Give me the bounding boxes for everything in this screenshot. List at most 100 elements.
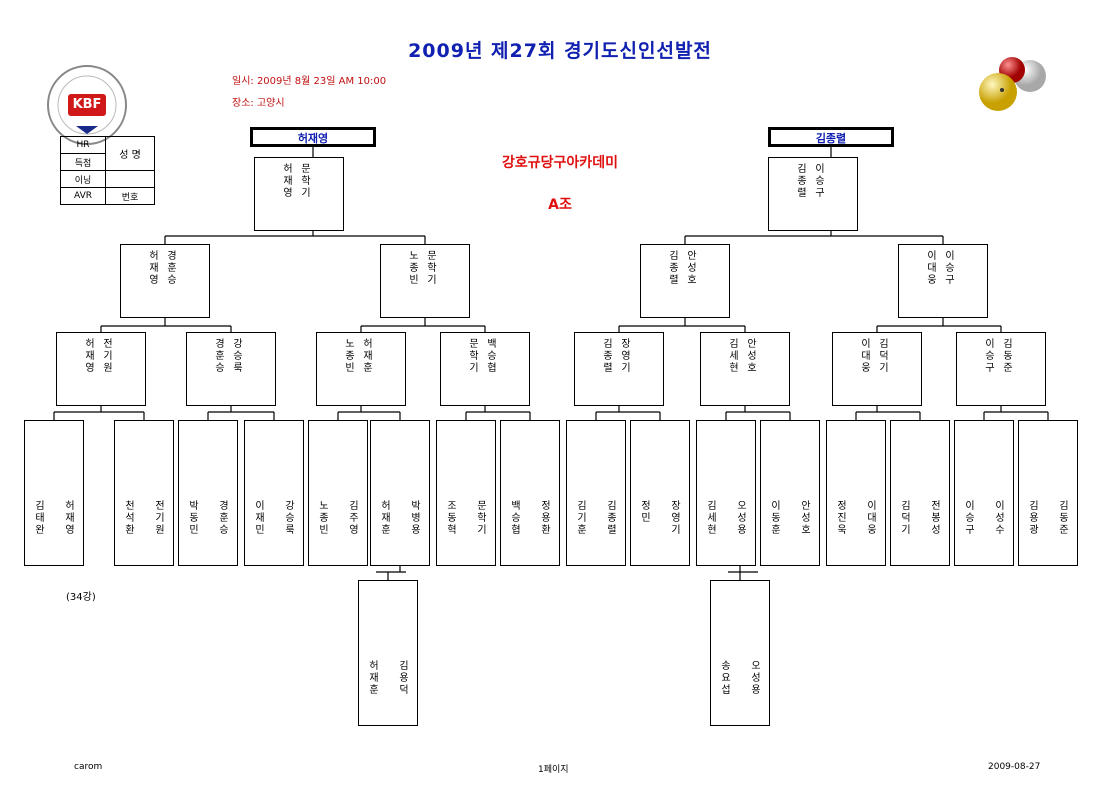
match-box: 백승협정용환 [500, 420, 560, 566]
player-b-name: 강승룩 [277, 501, 303, 537]
footer-page: 1페이지 [538, 762, 569, 775]
footer-date: 2009-08-27 [988, 762, 1040, 772]
match-box: 김종렬 이승구 [768, 157, 858, 231]
player-a-name: 노종빈 [311, 501, 337, 537]
footer-left: carom [74, 762, 102, 772]
round-note: (34강) [66, 588, 96, 603]
player-a-name: 송요섭 [713, 661, 739, 697]
player-b-name: 김동준 [1001, 339, 1015, 391]
player-a-name: 이대웅 [859, 339, 873, 391]
player-a-name: 허재영 [281, 164, 295, 216]
match-box: 김태완허재영 [24, 420, 84, 566]
